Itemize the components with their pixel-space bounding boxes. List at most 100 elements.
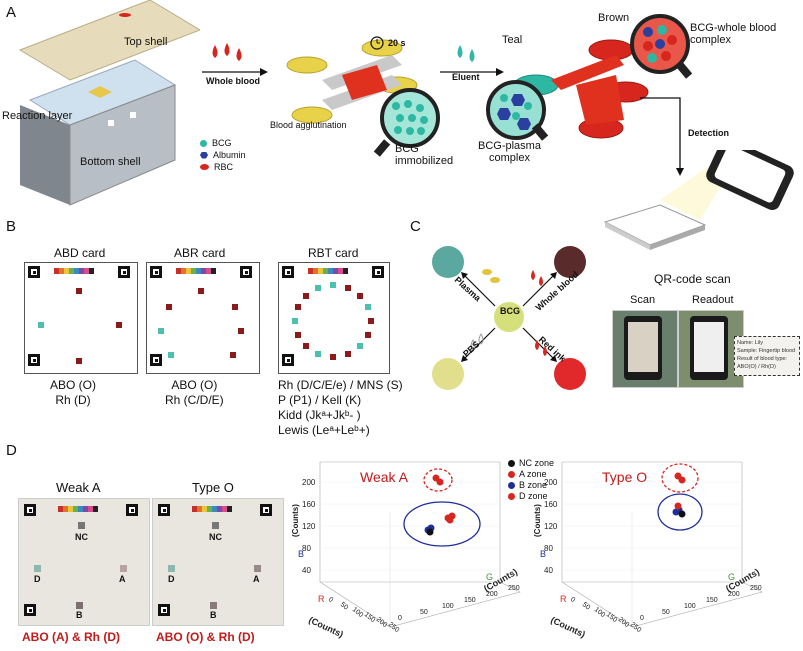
abr-card <box>146 262 260 374</box>
rbt-qr-top-right <box>372 266 384 278</box>
color-swatch <box>79 268 84 274</box>
color-swatch <box>308 268 313 274</box>
weak-a-photo-title: Weak A <box>56 480 101 495</box>
teal-label: Teal <box>502 34 523 46</box>
x-tick-label: 100 <box>593 606 607 619</box>
color-swatch <box>186 268 191 274</box>
z-tick-label: 80 <box>302 544 311 553</box>
y-axis-label-g: G <box>486 572 493 582</box>
abd-card-caption: ABO (O) Rh (D) <box>50 378 96 408</box>
weak-a-a: A <box>119 574 126 584</box>
abr-test-zone <box>198 288 204 294</box>
data-point <box>678 510 686 518</box>
y-tick-label: 250 <box>750 585 762 592</box>
color-swatch <box>176 268 181 274</box>
bcg-particles-1 <box>392 100 428 135</box>
color-swatch <box>338 268 343 274</box>
rbt-color-strip <box>308 268 348 274</box>
color-swatch <box>78 506 83 512</box>
magnifier-handle-3 <box>675 61 693 79</box>
rbt-test-zone <box>365 304 371 310</box>
abd-card <box>24 262 138 374</box>
timer-icon <box>370 36 384 50</box>
reaction-chip-1 <box>286 39 418 124</box>
readout-zoom-box: Name: Lily Sample: Fingertip blood Resul… <box>734 336 800 376</box>
rbt-caption-line-3: Kidd (Jkᵃ+Jkᵇ- ) <box>278 408 361 422</box>
z-axis-label-b: B <box>298 549 304 559</box>
x-tick-label: 250 <box>387 621 401 634</box>
readout-line-3: Result of blood type: <box>737 356 788 362</box>
type-o-nc: NC <box>209 532 222 542</box>
color-swatch <box>318 268 323 274</box>
color-swatch <box>328 268 333 274</box>
plot-floor <box>319 581 521 628</box>
x-axis-label-r: R <box>560 594 567 604</box>
abd-test-zone <box>76 288 82 294</box>
weak-a-result: ABO (A) & Rh (D) <box>22 630 120 644</box>
panel-b-letter: B <box>6 218 17 235</box>
x-tick-label: 200 <box>617 616 631 629</box>
z-axis-label-b: B <box>540 549 546 559</box>
color-swatch <box>74 268 79 274</box>
qr-scan-title: QR-code scan <box>654 272 731 286</box>
color-swatch <box>333 268 338 274</box>
detection-label: Detection <box>688 128 730 138</box>
abr-caption-line-2: Rh (C/D/E) <box>165 393 224 407</box>
color-swatch <box>211 268 216 274</box>
color-swatch <box>227 506 232 512</box>
abr-card-caption: ABO (O) Rh (C/D/E) <box>165 378 224 408</box>
detection-arrow <box>640 97 684 176</box>
type-o-photo <box>152 498 284 626</box>
legend-a: A zone <box>519 469 547 479</box>
readout-phone-screen <box>694 322 724 372</box>
x-tick-label: 0 <box>569 596 577 604</box>
color-swatch <box>89 268 94 274</box>
weak-a-nc: NC <box>75 532 88 542</box>
rbt-qr-top-left <box>282 266 294 278</box>
abd-qr-top-left <box>28 266 40 278</box>
albumin-legend-icon <box>200 151 208 159</box>
nc-zone-legend-icon <box>508 460 515 467</box>
abd-caption-line-1: ABO (O) <box>50 378 97 392</box>
reaction-layer-label: Reaction layer <box>2 110 73 122</box>
eluent-label: Eluent <box>452 72 480 82</box>
x-tick-label: 150 <box>605 611 619 624</box>
rbt-test-zone <box>292 318 298 324</box>
color-swatch <box>206 268 211 274</box>
z-tick-label: 80 <box>544 544 553 553</box>
y-tick-label: 0 <box>398 615 402 622</box>
bcg-immobilized-label: BCG immobilized <box>395 143 454 167</box>
y-tick-label: 50 <box>662 609 670 616</box>
color-swatch <box>69 268 74 274</box>
abr-test-zone <box>230 352 236 358</box>
x-tick-label: 200 <box>375 616 389 629</box>
x-tick-label: 150 <box>363 611 377 624</box>
cluster-ring <box>403 501 481 547</box>
b-zone-legend-icon <box>508 482 515 489</box>
x-axis-label-counts: (Counts) <box>307 615 345 640</box>
y-tick-label: 150 <box>706 597 718 604</box>
legend-albumin: Albumin <box>213 150 246 160</box>
legend-bcg: BCG <box>212 138 232 148</box>
color-swatch <box>222 506 227 512</box>
type-o-a: A <box>253 574 260 584</box>
type-o-b-zone <box>210 602 217 609</box>
color-swatch <box>63 506 68 512</box>
color-swatch <box>323 268 328 274</box>
weak-a-a-zone <box>120 565 127 572</box>
rbt-test-zone <box>357 343 363 349</box>
legend-b: B zone <box>519 480 548 490</box>
abd-test-zone <box>38 322 44 328</box>
plot-title: Type O <box>602 469 647 485</box>
z-tick-label: 200 <box>544 478 558 487</box>
plot-back-wall <box>319 461 501 583</box>
bcg-plasma-particles <box>497 94 532 130</box>
color-swatch <box>192 506 197 512</box>
color-swatch <box>58 506 63 512</box>
rbt-test-zone <box>295 304 301 310</box>
bcg-color-reaction-diagram <box>432 246 586 390</box>
panel-a-letter: A <box>6 4 17 21</box>
color-swatch <box>313 268 318 274</box>
